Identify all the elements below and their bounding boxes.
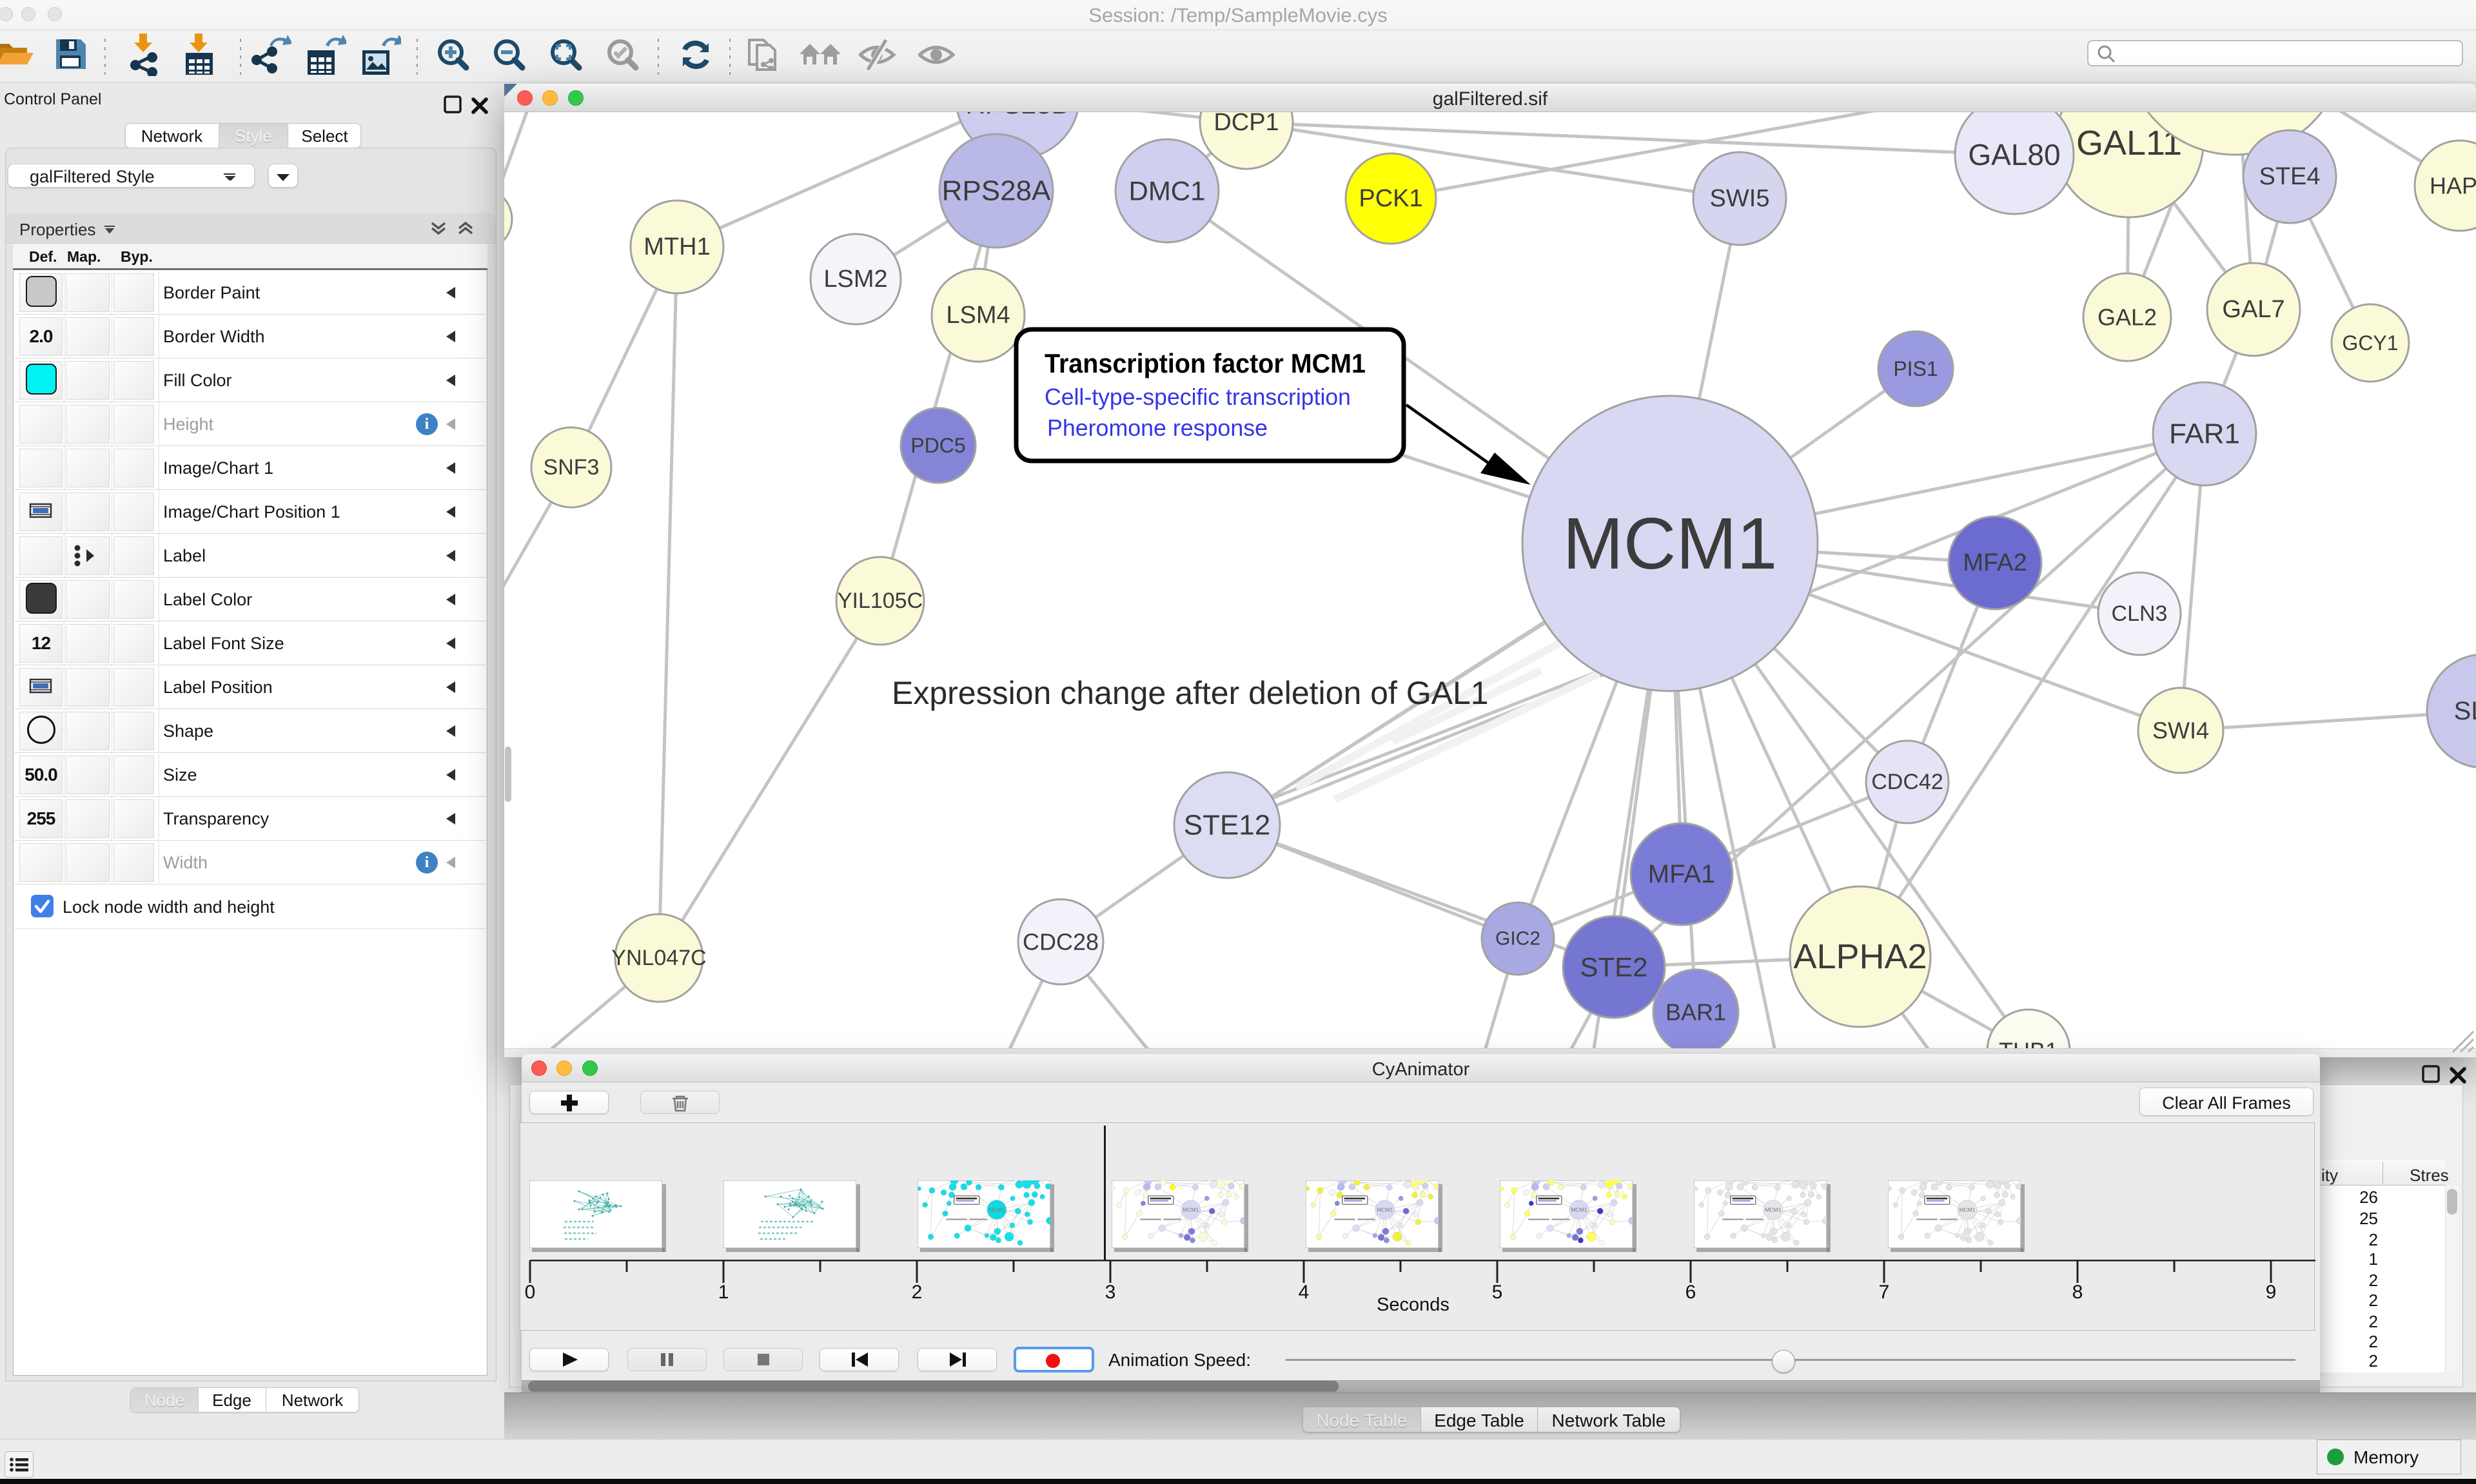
svg-text:YIL105C: YIL105C (838, 589, 923, 613)
svg-text:Pheromone response: Pheromone response (1047, 415, 1268, 441)
svg-text:ALPHA2: ALPHA2 (1793, 937, 1927, 976)
svg-text:Transcription factor MCM1: Transcription factor MCM1 (1045, 348, 1366, 378)
svg-text:MCM1: MCM1 (1959, 1207, 1975, 1213)
svg-text:MCM1: MCM1 (1183, 1207, 1199, 1213)
svg-text:GIC2: GIC2 (1495, 928, 1540, 950)
svg-text:PDC5: PDC5 (910, 434, 965, 457)
svg-text:SWI5: SWI5 (1710, 185, 1770, 212)
svg-text:CLN3: CLN3 (2112, 601, 2168, 626)
svg-text:MCM1: MCM1 (1765, 1207, 1781, 1213)
svg-text:YNL047C: YNL047C (611, 946, 706, 970)
svg-text:MCM1: MCM1 (1377, 1207, 1393, 1213)
svg-text:SNF3: SNF3 (544, 455, 600, 480)
svg-text:RPS28B: RPS28B (965, 112, 1069, 119)
svg-text:MCM1: MCM1 (1563, 503, 1778, 584)
svg-text:STE4: STE4 (2259, 163, 2320, 190)
svg-text:GCY1: GCY1 (2342, 331, 2398, 355)
svg-text:SWI4: SWI4 (2152, 718, 2209, 744)
svg-text:SLT2: SLT2 (2454, 697, 2476, 725)
svg-text:GAL7: GAL7 (2222, 296, 2284, 323)
svg-text:LSM4: LSM4 (946, 302, 1010, 329)
svg-text:GAL2: GAL2 (2098, 304, 2157, 331)
svg-text:MFA1: MFA1 (1648, 860, 1715, 888)
svg-text:MTH1: MTH1 (644, 233, 710, 260)
svg-text:RPS28A: RPS28A (942, 175, 1051, 207)
svg-text:DMC1: DMC1 (1128, 176, 1205, 206)
svg-text:STE2: STE2 (1580, 952, 1647, 982)
svg-text:STE12: STE12 (1184, 810, 1271, 841)
svg-text:DCP1: DCP1 (1213, 112, 1279, 136)
svg-text:GAL80: GAL80 (1968, 138, 2060, 171)
svg-text:CDC28: CDC28 (1023, 929, 1099, 955)
svg-text:PIS1: PIS1 (1893, 357, 1938, 380)
svg-text:CDC42: CDC42 (1871, 770, 1943, 794)
svg-text:HAP2: HAP2 (2430, 173, 2476, 199)
svg-text:MCM1: MCM1 (1571, 1207, 1587, 1213)
svg-text:BAR1: BAR1 (1665, 999, 1726, 1026)
svg-text:MCM1: MCM1 (988, 1207, 1005, 1213)
svg-text:Cell-type-specific transcripti: Cell-type-specific transcription (1045, 384, 1351, 410)
svg-text:FAR1: FAR1 (2169, 418, 2240, 450)
svg-text:LSM2: LSM2 (823, 266, 887, 293)
svg-text:Expression change after deleti: Expression change after deletion of GAL1 (892, 675, 1489, 711)
svg-text:MFA2: MFA2 (1963, 549, 2027, 576)
svg-text:PCK1: PCK1 (1359, 185, 1422, 212)
